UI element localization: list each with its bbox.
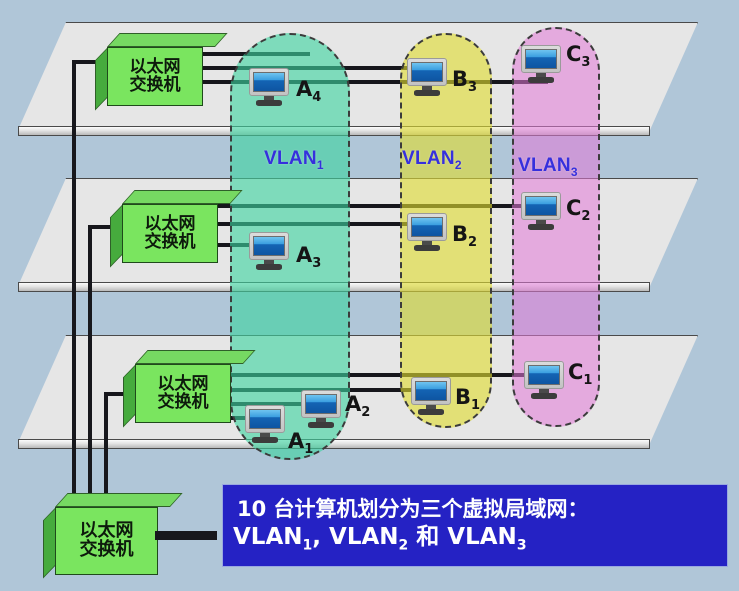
monitor-neck bbox=[264, 96, 274, 101]
switch-label-line1: 以太网 bbox=[79, 520, 134, 542]
switch-label-line2: 交换机 bbox=[79, 539, 134, 560]
monitor-base bbox=[252, 437, 278, 443]
ethernet-switch-bottom-floor[interactable]: 以太网 交换机 bbox=[123, 350, 256, 428]
monitor-icon bbox=[245, 405, 285, 433]
screen bbox=[415, 381, 447, 401]
switch-top-face bbox=[122, 190, 243, 204]
trunk-cable-top-vertical bbox=[72, 60, 76, 510]
caption-vlan1: VLAN bbox=[233, 524, 303, 551]
switch-label-line2: 交换机 bbox=[129, 74, 181, 95]
monitor-neck bbox=[539, 389, 549, 394]
computer-label-B2: B2 bbox=[452, 222, 478, 251]
monitor-icon bbox=[411, 377, 451, 405]
trunk-cable-bottom-vertical bbox=[104, 392, 108, 512]
switch-front-face: 以太网 交换机 bbox=[55, 507, 158, 575]
computer-label-B1: B1 bbox=[455, 385, 481, 414]
screen bbox=[305, 394, 337, 414]
monitor-icon bbox=[301, 390, 341, 418]
vlan-label-vlan1: VLAN1 bbox=[264, 148, 324, 172]
screen bbox=[253, 236, 285, 256]
monitor-icon bbox=[407, 213, 447, 241]
switch-top-face bbox=[107, 33, 228, 47]
root-switch-uplink-cable bbox=[155, 531, 217, 540]
monitor-icon bbox=[521, 192, 561, 220]
switch-top-face bbox=[135, 350, 256, 364]
ethernet-switch-middle-floor[interactable]: 以太网 交换机 bbox=[110, 190, 243, 268]
switch-label-line1: 以太网 bbox=[157, 373, 209, 394]
vlan-label-vlan2: VLAN2 bbox=[402, 148, 462, 172]
switch-label-line1: 以太网 bbox=[144, 213, 196, 234]
monitor-icon bbox=[249, 68, 289, 96]
screen bbox=[525, 196, 557, 216]
computer-label-A2: A2 bbox=[345, 392, 371, 421]
screen bbox=[411, 217, 443, 237]
monitor-neck bbox=[426, 405, 436, 410]
caption-sep1: , bbox=[312, 524, 330, 551]
monitor-neck bbox=[264, 260, 274, 265]
computer-A4[interactable] bbox=[247, 68, 291, 108]
computer-label-C2: C2 bbox=[566, 196, 591, 225]
computer-label-A4: A4 bbox=[296, 77, 322, 106]
monitor-base bbox=[528, 224, 554, 230]
screen bbox=[525, 49, 557, 69]
computer-B3[interactable] bbox=[405, 58, 449, 98]
computer-label-B3: B3 bbox=[452, 67, 478, 96]
caption-box: 10 台计算机划分为三个虚拟局域网： VLAN1, VLAN2 和 VLAN3 bbox=[222, 484, 728, 567]
computer-A1[interactable] bbox=[243, 405, 287, 445]
computer-C3[interactable] bbox=[519, 45, 563, 85]
screen bbox=[249, 409, 281, 429]
computer-B1[interactable] bbox=[409, 377, 453, 417]
monitor-neck bbox=[422, 241, 432, 246]
computer-A3[interactable] bbox=[247, 232, 291, 272]
monitor-icon bbox=[249, 232, 289, 260]
switch-label-line2: 交换机 bbox=[144, 231, 196, 252]
monitor-base bbox=[531, 393, 557, 399]
monitor-base bbox=[256, 100, 282, 106]
computer-label-A1: A1 bbox=[288, 429, 314, 458]
switch-label-line1: 以太网 bbox=[129, 56, 181, 77]
monitor-base bbox=[414, 245, 440, 251]
caption-vlan3: VLAN bbox=[447, 524, 517, 551]
trunk-cable-middle-vertical bbox=[88, 225, 92, 510]
monitor-base bbox=[308, 422, 334, 428]
screen bbox=[528, 365, 560, 385]
link-cable-middle-to-C2 bbox=[215, 204, 548, 208]
monitor-neck bbox=[260, 433, 270, 438]
monitor-icon bbox=[407, 58, 447, 86]
switch-front-face: 以太网 交换机 bbox=[107, 47, 203, 106]
monitor-icon bbox=[524, 361, 564, 389]
computer-label-C1: C1 bbox=[568, 360, 593, 389]
ethernet-switch-top-floor[interactable]: 以太网 交换机 bbox=[95, 33, 228, 111]
screen bbox=[411, 62, 443, 82]
vlan-band-vlan3 bbox=[512, 27, 600, 427]
monitor-neck bbox=[536, 220, 546, 225]
switch-label-line2: 交换机 bbox=[157, 391, 209, 412]
monitor-neck bbox=[536, 73, 546, 78]
monitor-icon bbox=[521, 45, 561, 73]
computer-A2[interactable] bbox=[299, 390, 343, 430]
monitor-neck bbox=[422, 86, 432, 91]
caption-line-2: VLAN1, VLAN2 和 VLAN3 bbox=[233, 524, 527, 554]
monitor-base bbox=[528, 77, 554, 83]
caption-vlan2: VLAN bbox=[329, 524, 399, 551]
computer-label-C3: C3 bbox=[566, 42, 591, 71]
computer-B2[interactable] bbox=[405, 213, 449, 253]
monitor-base bbox=[256, 264, 282, 270]
caption-conj: 和 bbox=[408, 524, 448, 551]
vlan-label-vlan3: VLAN3 bbox=[518, 155, 578, 179]
screen bbox=[253, 72, 285, 92]
monitor-base bbox=[414, 90, 440, 96]
root-ethernet-switch[interactable]: 以太网 交换机 bbox=[43, 493, 183, 579]
monitor-base bbox=[418, 409, 444, 415]
computer-C2[interactable] bbox=[519, 192, 563, 232]
computer-C1[interactable] bbox=[522, 361, 566, 401]
link-cable-top-to-C3 bbox=[200, 80, 548, 84]
caption-line-1: 10 台计算机划分为三个虚拟局域网： bbox=[237, 496, 589, 521]
switch-front-face: 以太网 交换机 bbox=[135, 364, 231, 423]
link-cable-bottom-to-C1 bbox=[218, 373, 548, 377]
switch-front-face: 以太网 交换机 bbox=[122, 204, 218, 263]
computer-label-A3: A3 bbox=[296, 243, 322, 272]
switch-top-face bbox=[55, 493, 183, 507]
monitor-neck bbox=[316, 418, 326, 423]
